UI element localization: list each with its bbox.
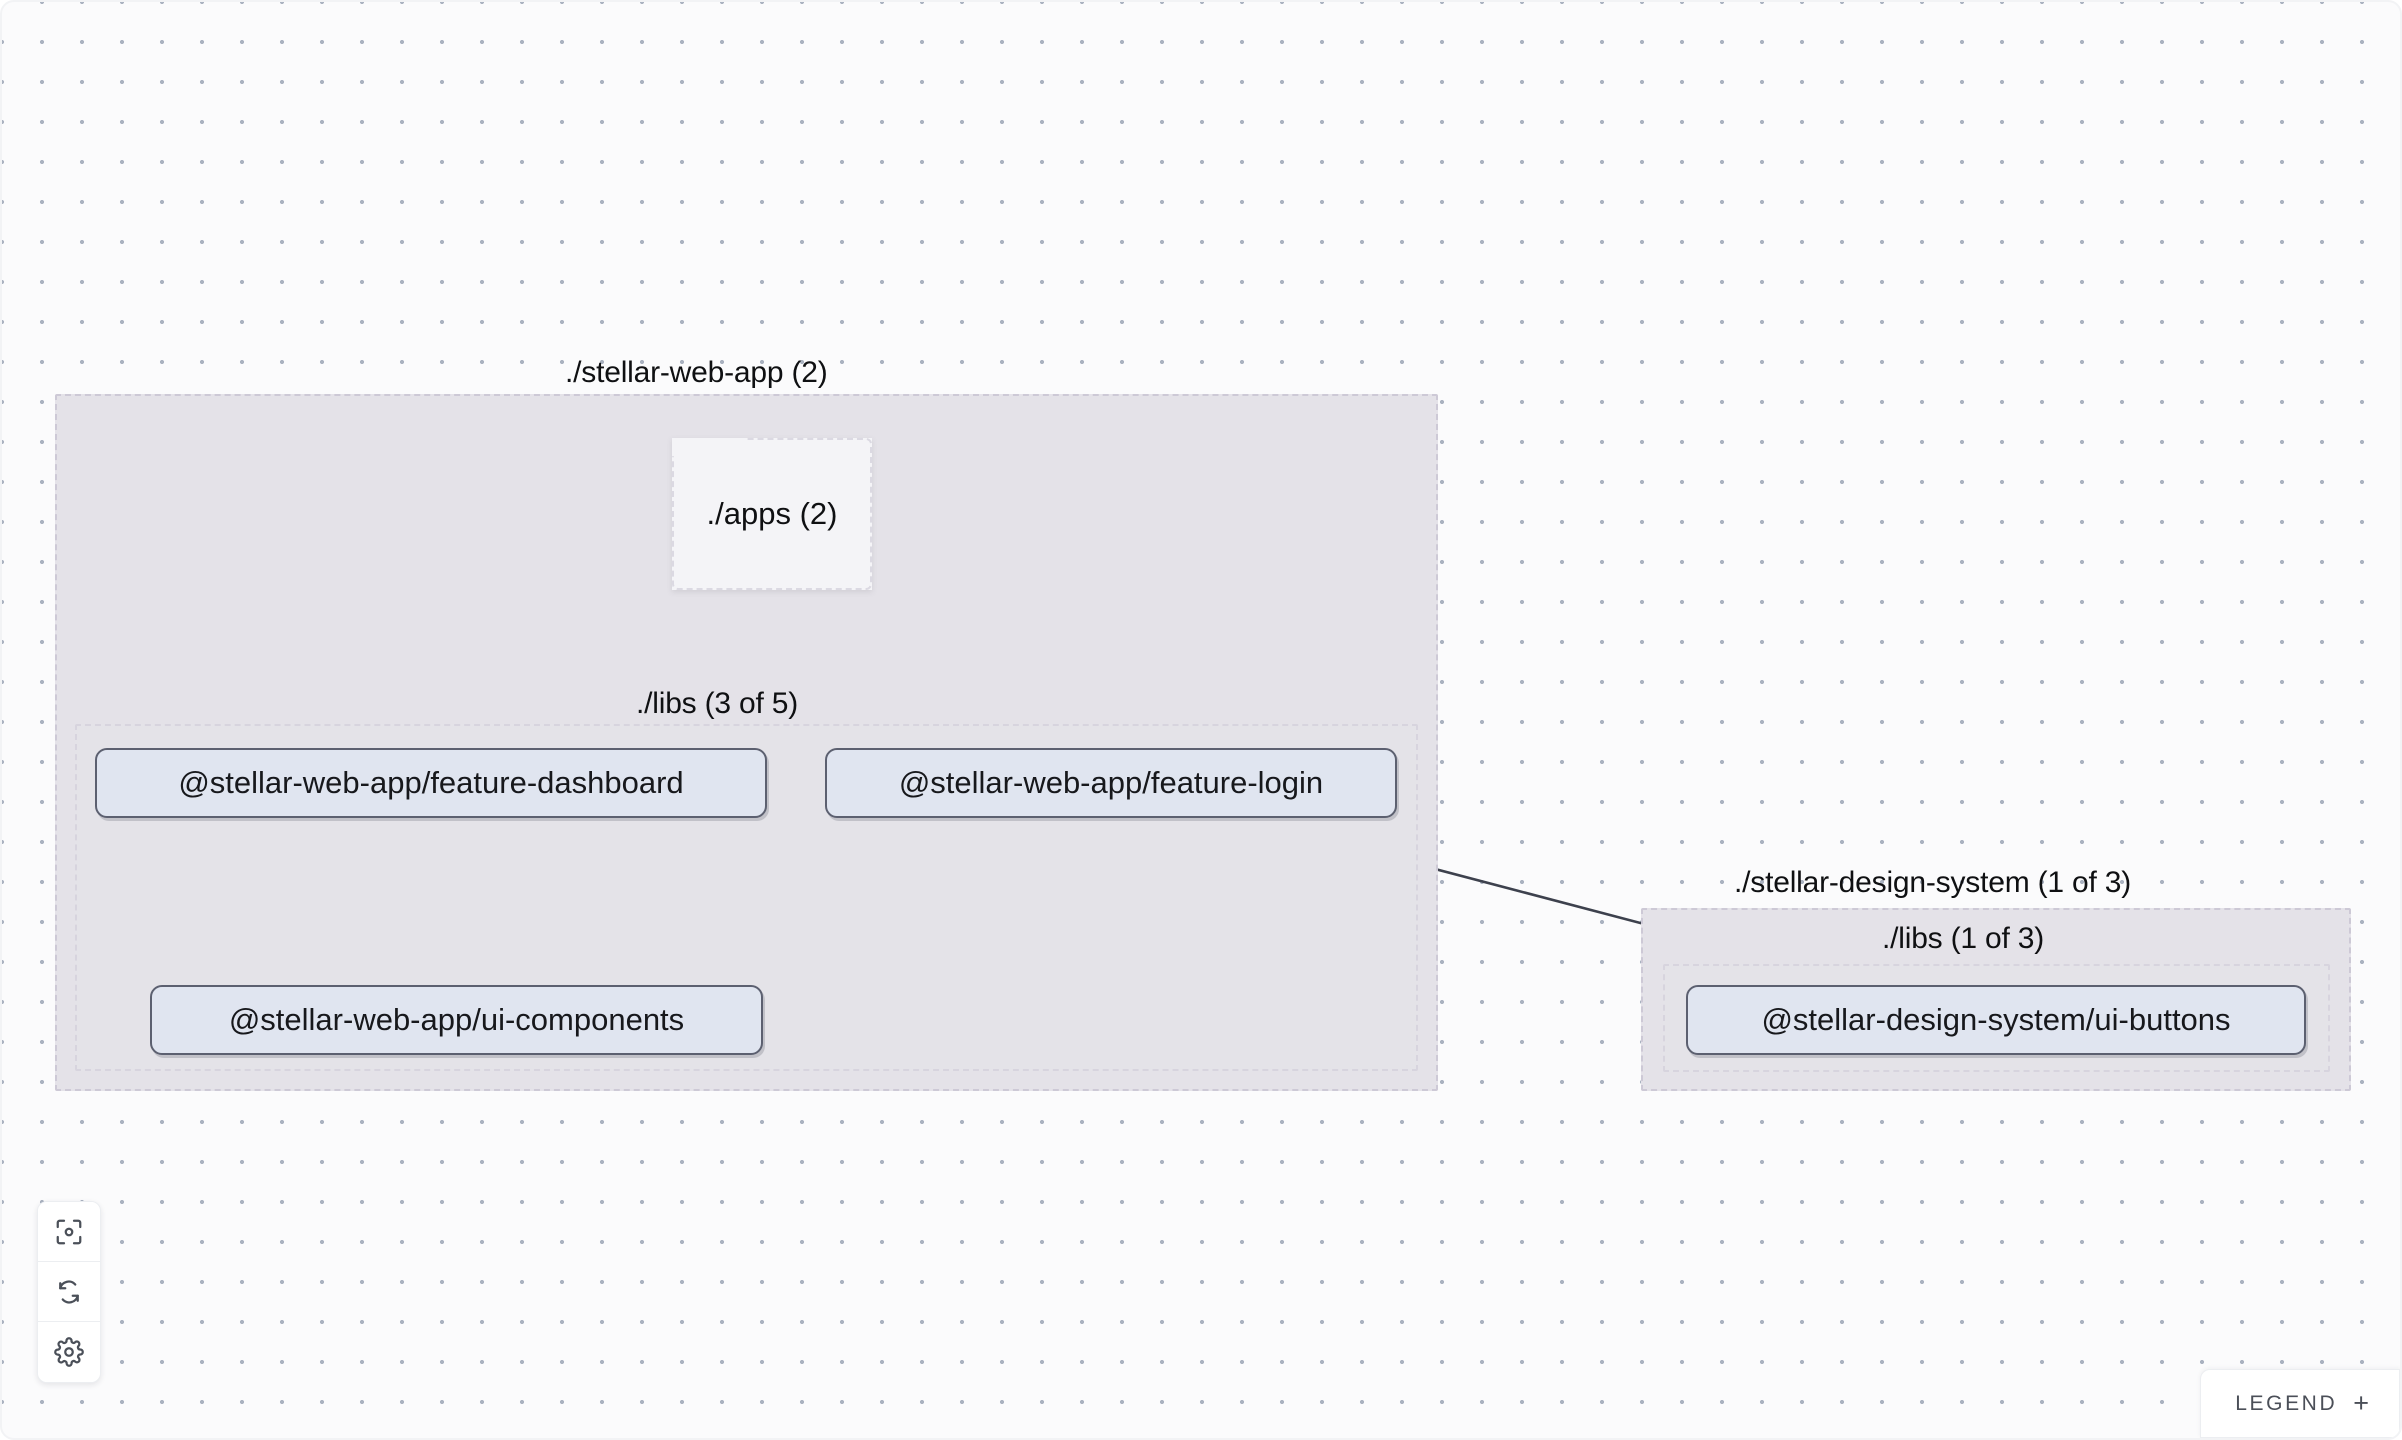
node-ui-components[interactable]: @stellar-web-app/ui-components <box>150 985 763 1055</box>
folder-node-apps-label: ./apps (2) <box>706 496 838 531</box>
subgroup-design-system-libs[interactable] <box>1663 964 2330 1072</box>
refresh-icon <box>54 1277 84 1307</box>
focus-graph-button[interactable] <box>38 1202 100 1262</box>
subgroup-web-app-libs[interactable] <box>75 724 1418 1071</box>
focus-target-icon <box>54 1217 84 1247</box>
subgroup-label-design-system-libs: ./libs (1 of 3) <box>1882 922 2045 955</box>
graph-settings-button[interactable] <box>38 1322 100 1382</box>
node-ui-buttons[interactable]: @stellar-design-system/ui-buttons <box>1686 985 2306 1055</box>
legend-expand-icon: + <box>2353 1388 2369 1418</box>
legend-label: LEGEND <box>2235 1391 2338 1415</box>
group-label-stellar-design-system: ./stellar-design-system (1 of 3) <box>1734 866 2132 899</box>
node-feature-login[interactable]: @stellar-web-app/feature-login <box>825 748 1397 818</box>
graph-controls-panel <box>37 1201 101 1383</box>
folder-shape <box>672 438 872 590</box>
legend-panel[interactable]: LEGEND + <box>2200 1369 2400 1438</box>
gear-icon <box>54 1337 84 1367</box>
refresh-graph-button[interactable] <box>38 1262 100 1322</box>
folder-node-apps[interactable]: ./apps (2) <box>672 438 872 590</box>
subgroup-label-web-app-libs: ./libs (3 of 5) <box>636 687 799 720</box>
group-label-stellar-web-app: ./stellar-web-app (2) <box>565 356 828 389</box>
node-feature-dashboard[interactable]: @stellar-web-app/feature-dashboard <box>95 748 767 818</box>
